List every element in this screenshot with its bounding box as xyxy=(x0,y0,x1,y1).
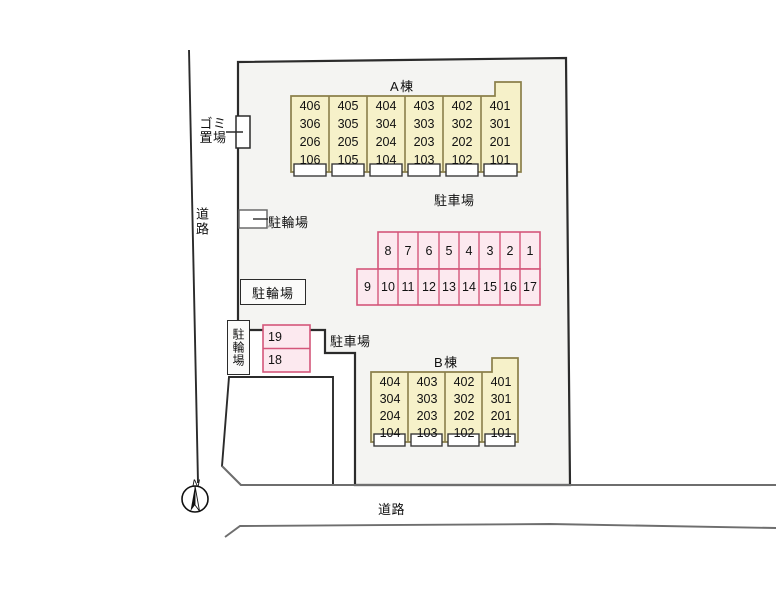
parking-stall-8: 8 xyxy=(384,244,392,258)
unit-a-205: 205 xyxy=(337,135,359,149)
unit-a-306: 306 xyxy=(299,117,321,131)
parking-stall-14: 14 xyxy=(462,280,476,294)
unit-b-102: 102 xyxy=(453,426,475,440)
parking-stall-13: 13 xyxy=(442,280,456,294)
building-a-title: A棟 xyxy=(390,79,415,94)
bicycle-parking-2-box: 駐輪場 xyxy=(240,279,306,305)
building-a-outline xyxy=(290,81,522,173)
unit-b-203: 203 xyxy=(416,409,438,423)
unit-b-402: 402 xyxy=(453,375,475,389)
unit-a-401: 401 xyxy=(489,99,511,113)
parking-lot-label-lower: 駐車場 xyxy=(330,334,371,349)
parking-stall-4: 4 xyxy=(465,244,473,258)
parking-stall-16: 16 xyxy=(503,280,517,294)
unit-b-104: 104 xyxy=(379,426,401,440)
building-a-column-dividers xyxy=(328,96,482,172)
parking-stall-15: 15 xyxy=(483,280,497,294)
unit-b-404: 404 xyxy=(379,375,401,389)
building-a-entrance-boxes xyxy=(293,163,518,177)
parking-stall-18: 18 xyxy=(268,353,282,367)
unit-a-402: 402 xyxy=(451,99,473,113)
road-boundary-bottom-lower xyxy=(224,523,776,538)
parking-stall-7: 7 xyxy=(404,244,412,258)
road-boundary-left xyxy=(188,49,199,484)
building-b-entrance-boxes xyxy=(373,433,516,447)
unit-a-104: 104 xyxy=(375,153,397,167)
unit-a-202: 202 xyxy=(451,135,473,149)
unit-a-406: 406 xyxy=(299,99,321,113)
parking-stall-2: 2 xyxy=(506,244,514,258)
unit-a-204: 204 xyxy=(375,135,397,149)
unit-a-405: 405 xyxy=(337,99,359,113)
vacant-parcel-cutout xyxy=(221,376,334,486)
parking-stall-11: 11 xyxy=(401,280,415,294)
parking-lower-row-block xyxy=(356,268,541,306)
unit-b-103: 103 xyxy=(416,426,438,440)
unit-b-302: 302 xyxy=(453,392,475,406)
unit-a-206: 206 xyxy=(299,135,321,149)
unit-a-101: 101 xyxy=(489,153,511,167)
road-label-bottom: 道路 xyxy=(378,502,406,517)
parking-stall-5: 5 xyxy=(445,244,453,258)
parking-lot-label-upper: 駐車場 xyxy=(434,193,475,208)
unit-a-305: 305 xyxy=(337,117,359,131)
unit-b-201: 201 xyxy=(490,409,512,423)
unit-b-403: 403 xyxy=(416,375,438,389)
parking-stall-1: 1 xyxy=(526,244,534,258)
road-label-left: 道路 xyxy=(194,207,209,237)
unit-b-204: 204 xyxy=(379,409,401,423)
parking-stall-6: 6 xyxy=(425,244,433,258)
building-b-column-dividers xyxy=(407,372,483,442)
unit-b-304: 304 xyxy=(379,392,401,406)
unit-a-303: 303 xyxy=(413,117,435,131)
unit-a-102: 102 xyxy=(451,153,473,167)
unit-b-202: 202 xyxy=(453,409,475,423)
compass-rose xyxy=(181,485,209,513)
unit-a-301: 301 xyxy=(489,117,511,131)
unit-a-404: 404 xyxy=(375,99,397,113)
parking-stall-3: 3 xyxy=(486,244,494,258)
unit-a-403: 403 xyxy=(413,99,435,113)
parking-stall-17: 17 xyxy=(523,280,537,294)
unit-b-303: 303 xyxy=(416,392,438,406)
unit-a-201: 201 xyxy=(489,135,511,149)
unit-b-301: 301 xyxy=(490,392,512,406)
garbage-area-label: ゴミ置場 xyxy=(199,116,227,145)
bicycle-parking-1-label: 駐輪場 xyxy=(268,215,309,230)
parking-upper-row-dividers xyxy=(397,232,521,269)
unit-a-302: 302 xyxy=(451,117,473,131)
parking-lower-row-dividers xyxy=(377,269,521,305)
unit-b-101: 101 xyxy=(490,426,512,440)
parking-stall-19: 19 xyxy=(268,330,282,344)
unit-a-103: 103 xyxy=(413,153,435,167)
road-boundary-bottom-upper xyxy=(221,465,776,486)
parking-stall-9: 9 xyxy=(364,280,371,294)
unit-a-304: 304 xyxy=(375,117,397,131)
unit-a-203: 203 xyxy=(413,135,435,149)
unit-a-105: 105 xyxy=(337,153,359,167)
building-b-title: B棟 xyxy=(434,355,459,370)
unit-a-106: 106 xyxy=(299,153,321,167)
compass-north-label: N xyxy=(192,478,200,490)
bicycle-parking-3-box: 駐輪場 xyxy=(227,320,250,375)
parking-stall-10: 10 xyxy=(381,280,395,294)
unit-b-401: 401 xyxy=(490,375,512,389)
parking-stall-12: 12 xyxy=(422,280,436,294)
